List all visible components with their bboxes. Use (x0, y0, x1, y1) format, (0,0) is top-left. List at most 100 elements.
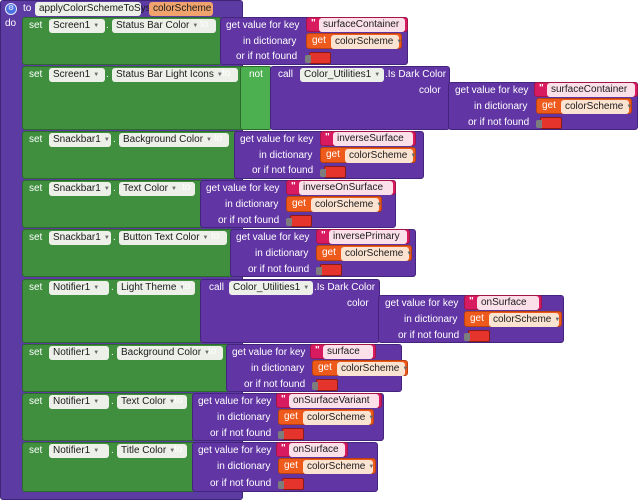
component-dropdown[interactable]: Notifier1▼ (49, 281, 109, 295)
set-block[interactable]: set Notifier1▼ . Background Color▼ (22, 344, 232, 392)
variable-dropdown[interactable]: colorScheme▼ (311, 198, 382, 212)
empty-slot[interactable] (305, 52, 331, 64)
get-variable-block[interactable]: get colorScheme▼ (286, 196, 382, 212)
empty-slot[interactable] (316, 264, 342, 276)
dot-label: . (106, 69, 109, 80)
get-variable-block[interactable]: get colorScheme▼ (320, 147, 416, 163)
variable-dropdown[interactable]: colorScheme▼ (489, 313, 560, 327)
get-label: get (312, 35, 326, 46)
get-variable-block[interactable]: get colorScheme▼ (316, 245, 412, 261)
property-dropdown[interactable]: Light Theme▼ (117, 281, 195, 295)
empty-slot[interactable] (464, 330, 490, 342)
dot-label: . (111, 396, 114, 407)
get-variable-block[interactable]: get colorScheme▼ (464, 311, 562, 327)
set-block[interactable]: set Screen1▼ . Status Bar Color▼ (22, 17, 222, 65)
color-label: color (347, 298, 369, 309)
variable-dropdown[interactable]: colorScheme▼ (341, 247, 412, 261)
set-block[interactable]: set Notifier1▼ . Title Color▼ (22, 442, 198, 492)
set-block[interactable]: set Snackbar1▼ . Text Color▼ (22, 180, 204, 228)
property-dropdown[interactable]: Background Color▼ (119, 133, 229, 147)
get-value-for-key-label: get value for key (226, 20, 300, 31)
property-dropdown[interactable]: Text Color▼ (119, 182, 195, 196)
component-dropdown[interactable]: Notifier1▼ (49, 346, 109, 360)
component-dropdown[interactable]: Notifier1▼ (49, 395, 109, 409)
component-dropdown[interactable]: Snackbar1▼ (49, 231, 111, 245)
set-block[interactable]: set Snackbar1▼ . Button Text Color▼ (22, 229, 234, 277)
empty-slot[interactable] (320, 166, 346, 178)
variable-dropdown[interactable]: colorScheme▼ (561, 100, 633, 114)
component-dropdown[interactable]: Snackbar1▼ (49, 133, 111, 147)
variable-dropdown[interactable]: colorScheme▼ (303, 460, 374, 474)
text-block[interactable]: " onSurface (464, 295, 542, 310)
key-text-field[interactable]: inversePrimary (329, 230, 407, 244)
component-dropdown[interactable]: Screen1▼ (49, 68, 105, 82)
call-component-dropdown[interactable]: Color_Utilities1▼ (229, 281, 313, 295)
call-component-dropdown[interactable]: Color_Utilities1▼ (300, 68, 384, 82)
get-value-for-key-label: get value for key (206, 183, 280, 194)
key-text-field[interactable]: inverseOnSurface (299, 181, 393, 195)
set-label: set (29, 183, 43, 194)
key-text-field[interactable]: surface (323, 345, 373, 359)
chevron-down-icon: ▼ (216, 72, 223, 78)
chevron-down-icon: ▼ (204, 350, 210, 356)
variable-dropdown[interactable]: colorScheme▼ (303, 411, 374, 425)
dot-label: . (113, 183, 116, 194)
set-block[interactable]: set Snackbar1▼ . Background Color▼ (22, 131, 238, 179)
variable-dropdown[interactable]: colorScheme▼ (345, 149, 416, 163)
chevron-down-icon: ▼ (626, 104, 633, 110)
property-dropdown[interactable]: Text Color▼ (117, 395, 187, 409)
property-dropdown[interactable]: Background Color▼ (117, 346, 223, 360)
property-dropdown[interactable]: Title Color▼ (117, 444, 187, 458)
empty-slot[interactable] (286, 215, 312, 227)
component-dropdown[interactable]: Screen1▼ (49, 19, 105, 33)
key-text-field[interactable]: onSurface (477, 296, 539, 310)
empty-slot[interactable] (278, 478, 304, 490)
property-dropdown[interactable]: Status Bar Light Icons▼ (112, 68, 238, 82)
get-variable-block[interactable]: get colorScheme▼ (306, 33, 402, 49)
method-label: .Is Dark Color (314, 282, 376, 293)
dot-label: . (113, 134, 116, 145)
key-text-field[interactable]: onSurface (289, 443, 345, 457)
chevron-down-icon: ▼ (171, 186, 177, 192)
property-dropdown[interactable]: Status Bar Color▼ (112, 19, 216, 33)
dot-label: . (111, 282, 114, 293)
component-dropdown[interactable]: Snackbar1▼ (49, 182, 111, 196)
get-variable-block[interactable]: get colorScheme▼ (278, 458, 376, 474)
call-block[interactable]: call Color_Utilities1▼ .Is Dark Color co… (200, 279, 380, 343)
in-dictionary-label: in dictionary (243, 36, 297, 47)
not-block[interactable]: not (240, 66, 272, 130)
chevron-down-icon: ▼ (103, 137, 110, 143)
key-text-field[interactable]: surfaceContainer (319, 18, 405, 32)
text-block[interactable]: " surface (310, 344, 376, 359)
empty-slot[interactable] (536, 117, 562, 129)
to-label: to (174, 444, 183, 455)
text-block[interactable]: " onSurfaceVariant (276, 393, 382, 408)
set-block[interactable]: set Screen1▼ . Status Bar Light Icons▼ (22, 66, 244, 130)
call-block[interactable]: call Color_Utilities1▼ .Is Dark Color co… (270, 66, 450, 130)
get-variable-block[interactable]: get colorScheme▼ (278, 409, 374, 425)
variable-dropdown[interactable]: colorScheme▼ (337, 362, 408, 376)
get-variable-block[interactable]: get colorScheme▼ (536, 98, 632, 114)
procedure-param[interactable]: colorScheme (149, 2, 213, 16)
key-text-field[interactable]: onSurfaceVariant (289, 394, 379, 408)
variable-dropdown[interactable]: colorScheme▼ (331, 35, 402, 49)
set-block[interactable]: set Notifier1▼ . Light Theme▼ (22, 279, 204, 343)
empty-slot[interactable] (278, 428, 304, 440)
text-block[interactable]: " onSurface (276, 442, 348, 457)
empty-slot[interactable] (312, 379, 338, 391)
key-text-field[interactable]: inverseSurface (333, 132, 413, 146)
call-label: call (278, 69, 294, 80)
gear-icon[interactable]: ⚙ (5, 3, 17, 15)
key-text-field[interactable]: surfaceContainer (547, 83, 635, 97)
text-block[interactable]: " inverseSurface (320, 131, 416, 146)
text-block[interactable]: " inversePrimary (316, 229, 410, 244)
call-label: call (209, 282, 225, 293)
text-block[interactable]: " surfaceContainer (534, 82, 638, 97)
property-dropdown[interactable]: Button Text Color▼ (119, 231, 227, 245)
text-block[interactable]: " inverseOnSurface (286, 180, 396, 195)
set-block[interactable]: set Notifier1▼ . Text Color▼ (22, 393, 198, 441)
text-block[interactable]: " surfaceContainer (306, 17, 408, 32)
get-variable-block[interactable]: get colorScheme▼ (312, 360, 408, 376)
procedure-name-field[interactable]: applyColorSchemeToSystemUI (35, 2, 177, 16)
component-dropdown[interactable]: Notifier1▼ (49, 444, 109, 458)
